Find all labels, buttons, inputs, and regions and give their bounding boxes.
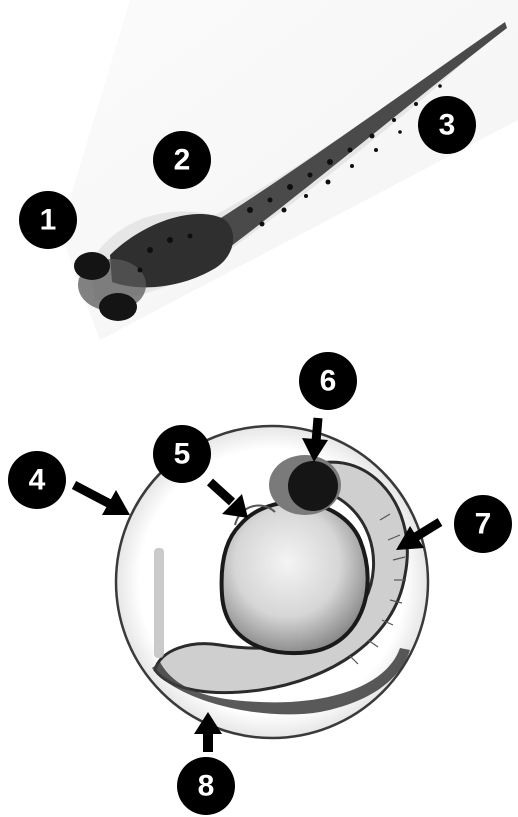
label-7: 7 — [454, 495, 512, 553]
label-8-text: 8 — [198, 770, 215, 803]
label-1: 1 — [19, 191, 77, 249]
label-5: 5 — [153, 425, 211, 483]
label-6-text: 6 — [320, 365, 337, 398]
yolk-sac — [222, 502, 368, 653]
label-3: 3 — [418, 96, 476, 154]
embryo-eye — [288, 461, 338, 511]
arrow-4 — [74, 485, 130, 515]
label-4: 4 — [8, 451, 66, 509]
label-3-text: 3 — [439, 109, 456, 142]
label-7-text: 7 — [475, 508, 492, 541]
larva-panel: 1 2 3 — [19, 0, 518, 340]
label-5-text: 5 — [174, 438, 191, 471]
label-4-text: 4 — [29, 464, 46, 497]
embryo-panel: 4 5 6 7 8 — [8, 352, 512, 815]
label-1-text: 1 — [40, 204, 57, 237]
label-2-text: 2 — [174, 144, 191, 177]
embryo-tail-streak — [154, 548, 164, 658]
label-6: 6 — [299, 352, 357, 410]
larva-eye-lower — [99, 293, 137, 321]
larva-eye-upper — [74, 252, 110, 280]
label-8: 8 — [177, 757, 235, 815]
label-2: 2 — [153, 131, 211, 189]
